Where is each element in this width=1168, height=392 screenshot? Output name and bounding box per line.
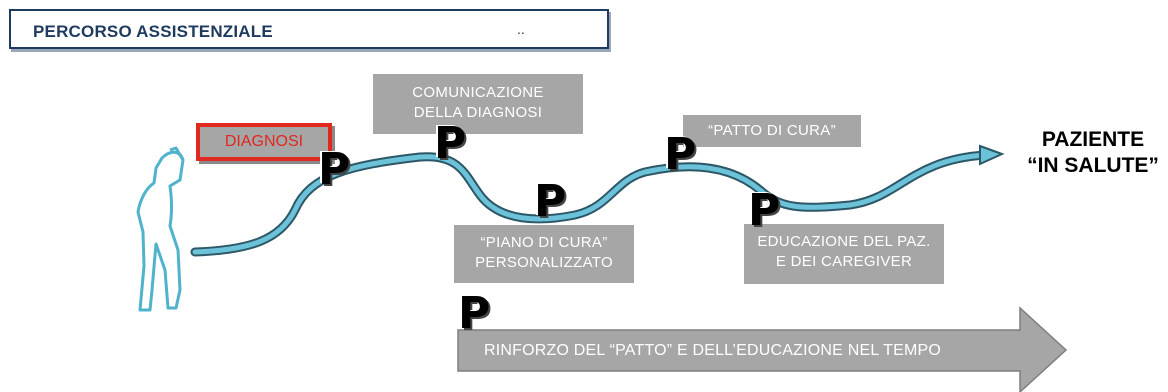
header-mark: .. bbox=[517, 21, 525, 37]
reinforcement-arrow-label: RINFORZO DEL “PATTO” E DELL’EDUCAZIONE N… bbox=[484, 342, 942, 359]
patient-figure-icon bbox=[136, 146, 185, 312]
header-box: PERCORSO ASSISTENZIALE .. bbox=[9, 9, 609, 49]
step-piano-line2: PERSONALIZZATO bbox=[475, 254, 613, 271]
step-comunicazione-line2: DELLA DIAGNOSI bbox=[413, 104, 543, 121]
step-educazione-line2: E DEI CAREGIVER bbox=[775, 253, 913, 270]
goal-label: PAZIENTE “IN SALUTE” bbox=[1013, 127, 1168, 179]
p-marker-4: P bbox=[664, 129, 697, 180]
care-path-arrowhead bbox=[979, 144, 1005, 166]
goal-line2: “IN SALUTE” bbox=[1027, 154, 1159, 177]
step-diagnosi: DIAGNOSI bbox=[196, 123, 332, 161]
step-patto-label: “PATTO DI CURA” bbox=[708, 122, 836, 139]
step-comunicazione: COMUNICAZIONE DELLA DIAGNOSI bbox=[373, 74, 583, 134]
page-title: PERCORSO ASSISTENZIALE bbox=[33, 22, 273, 41]
p-marker-5: P bbox=[748, 185, 781, 236]
p-marker-3: P bbox=[534, 176, 567, 227]
care-path bbox=[192, 152, 988, 255]
p-marker-2: P bbox=[434, 118, 467, 169]
p-marker-6: P bbox=[458, 288, 491, 339]
goal-line1: PAZIENTE bbox=[1041, 128, 1145, 151]
step-piano-line1: “PIANO DI CURA” bbox=[480, 234, 608, 251]
step-educazione-line1: EDUCAZIONE DEL PAZ. bbox=[757, 233, 931, 250]
p-marker-1: P bbox=[318, 144, 351, 195]
step-comunicazione-line1: COMUNICAZIONE bbox=[412, 84, 544, 101]
step-patto: “PATTO DI CURA” bbox=[683, 115, 861, 147]
step-piano: “PIANO DI CURA” PERSONALIZZATO bbox=[454, 225, 634, 283]
step-educazione: EDUCAZIONE DEL PAZ. E DEI CAREGIVER bbox=[744, 224, 944, 284]
reinforcement-arrow bbox=[457, 306, 1068, 392]
